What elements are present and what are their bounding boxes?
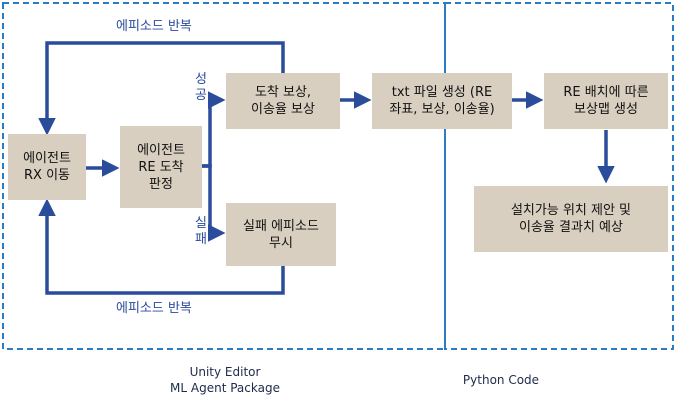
loop-top-arrow xyxy=(38,41,285,136)
node-line: 이송율 보상 xyxy=(251,102,315,117)
unity-region-caption: Unity Editor ML Agent Package xyxy=(150,364,300,396)
episode-repeat-top-label: 에피소드 반복 xyxy=(116,19,192,34)
branch-success-arrow xyxy=(202,91,226,168)
label-char: 공 xyxy=(195,88,207,103)
node-arrival-reward: 도착 보상, 이송율 보상 xyxy=(226,73,340,129)
node-fail-ignore: 실패 에피소드 무시 xyxy=(226,203,336,266)
node-line: 에이전트 xyxy=(137,142,185,158)
node-re-check: 에이전트 RE 도착 판정 xyxy=(120,126,202,208)
loop-bottom-arrow xyxy=(38,198,285,295)
node-line: 도착 보상, xyxy=(254,85,312,100)
node-line: 판정 xyxy=(149,176,173,192)
node-agent-move: 에이전트 RX 이동 xyxy=(8,134,86,200)
episode-repeat-bottom-label: 에피소드 반복 xyxy=(116,301,192,316)
branch-fail-arrow xyxy=(202,164,226,242)
node-line: RE 도착 xyxy=(138,159,184,175)
caption-line: Python Code xyxy=(462,373,540,387)
node-line: txt 파일 생성 (RE xyxy=(391,85,493,100)
node-txt-file: txt 파일 생성 (RE 좌표, 보상, 이송율) xyxy=(372,73,512,129)
node-line: 이송율 결과치 예상 xyxy=(519,220,623,235)
node-line: 실패 에피소드 xyxy=(243,218,319,234)
node-line: RE 배치에 따른 xyxy=(563,85,649,100)
node-line: 에이전트 xyxy=(23,151,71,166)
node-line: 좌표, 보상, 이송율) xyxy=(389,102,495,117)
python-region-border xyxy=(444,2,674,350)
node-line: 설치가능 위치 제안 및 xyxy=(510,203,632,218)
caption-line: ML Agent Package xyxy=(170,381,280,395)
node-line: 보상맵 생성 xyxy=(574,102,638,117)
label-char: 성 xyxy=(195,72,207,87)
failure-label: 실 패 xyxy=(193,216,209,248)
node-line: 무시 xyxy=(269,235,293,251)
node-predict: 설치가능 위치 제안 및 이송율 결과치 예상 xyxy=(474,186,668,252)
python-region-caption: Python Code xyxy=(446,372,556,388)
label-char: 패 xyxy=(195,232,207,247)
label-char: 실 xyxy=(195,216,207,231)
caption-line: Unity Editor xyxy=(189,365,261,379)
success-label: 성 공 xyxy=(193,72,209,104)
node-line: RX 이동 xyxy=(24,168,70,183)
node-reward-map: RE 배치에 따른 보상맵 생성 xyxy=(544,73,668,129)
